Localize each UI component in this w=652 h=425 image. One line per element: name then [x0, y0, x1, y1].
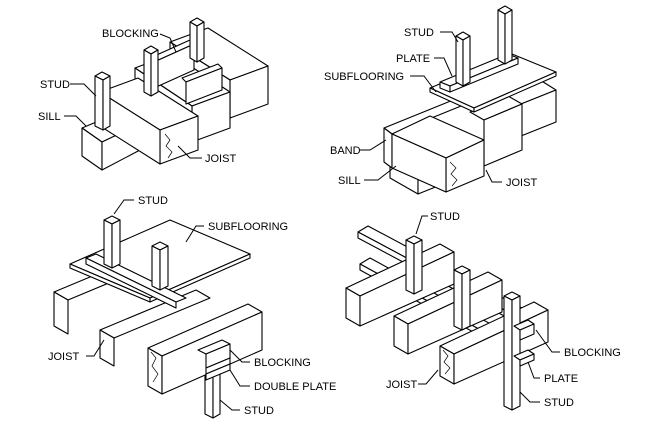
- leader-band-2: [360, 139, 387, 151]
- joists-2: [391, 79, 557, 193]
- leader-blocking-3: [229, 349, 250, 363]
- label-band-2: BAND: [330, 145, 361, 157]
- stud-middle-3: [151, 241, 169, 291]
- leader-stud-top-3: [113, 199, 134, 215]
- stud-back: [189, 17, 205, 63]
- blocking-3: [197, 339, 231, 369]
- plate-4: [513, 349, 535, 367]
- label-stud-bottom-3: STUD: [244, 405, 274, 417]
- diagram-1-floor-framing-on-sill: BLOCKING STUD SILL JOIST: [38, 17, 269, 171]
- joist-front: [99, 77, 199, 165]
- stud-middle-4: [453, 265, 471, 331]
- leader-plate-4: [527, 361, 540, 379]
- stud-left: [94, 71, 111, 131]
- label-joist-2: JOIST: [506, 177, 537, 189]
- label-plate-4: PLATE: [544, 373, 578, 385]
- label-sill: SILL: [38, 111, 61, 123]
- label-stud-top-3: STUD: [138, 195, 168, 207]
- label-sill-2: SILL: [338, 175, 361, 187]
- label-stud: STUD: [40, 79, 70, 91]
- leader-stud-bottom-3: [219, 399, 240, 411]
- leader-joist-4: [418, 369, 439, 385]
- label-plate-2: PLATE: [396, 53, 430, 65]
- stud-top-4: [405, 235, 423, 295]
- label-joist-3: JOIST: [48, 351, 79, 363]
- leader-sill-2: [364, 165, 397, 181]
- label-double-plate-3: DOUBLE PLATE: [254, 381, 336, 393]
- leader-blocking-4: [535, 329, 560, 353]
- double-plate-3: [205, 357, 231, 381]
- label-joist-4: JOIST: [386, 379, 417, 391]
- diagram-4-balloon-framing: STUD BLOCKING JOIST PLATE STUD: [345, 211, 621, 411]
- blocking-4: [513, 319, 535, 341]
- label-stud-2: STUD: [404, 27, 434, 39]
- subflooring-sheet-2: [429, 53, 557, 113]
- label-stud-bottom-4: STUD: [544, 397, 574, 409]
- leader-plate-2: [434, 57, 453, 77]
- label-blocking-4: BLOCKING: [564, 347, 621, 359]
- diagram-3-stud-through-floor: STUD SUBFLOORING JOIST BLOCKING DOUBLE P…: [48, 195, 336, 419]
- label-joist: JOIST: [205, 153, 236, 165]
- leader-stud-2: [440, 31, 459, 43]
- label-blocking-3: BLOCKING: [254, 357, 311, 369]
- leader-blocking-1: [159, 33, 177, 53]
- leader-stud-1: [70, 83, 97, 97]
- leader-sill-1: [64, 115, 87, 127]
- stud-bottom-4: [503, 291, 521, 411]
- stud-middle: [143, 45, 159, 97]
- label-subflooring-3: SUBFLOORING: [208, 221, 288, 233]
- leader-subflooring-3: [185, 225, 204, 243]
- band: [383, 97, 467, 169]
- leader-stud-bottom-4: [519, 391, 540, 403]
- diagram-2-platform-framing: STUD PLATE SUBFLOORING BAND SILL JOIST: [324, 5, 557, 195]
- label-stud-top-4: STUD: [430, 211, 460, 223]
- label-subflooring-2: SUBFLOORING: [324, 71, 404, 83]
- leader-joist-3: [86, 339, 105, 357]
- leader-subflooring-2: [410, 75, 437, 93]
- leader-joist-1: [177, 145, 202, 159]
- leader-joist-2: [485, 169, 502, 183]
- label-blocking: BLOCKING: [102, 28, 159, 40]
- leader-double-plate-3: [229, 369, 250, 387]
- studs-2: [455, 5, 513, 87]
- leader-stud-top-4: [415, 215, 428, 235]
- stud-top-3: [103, 215, 121, 269]
